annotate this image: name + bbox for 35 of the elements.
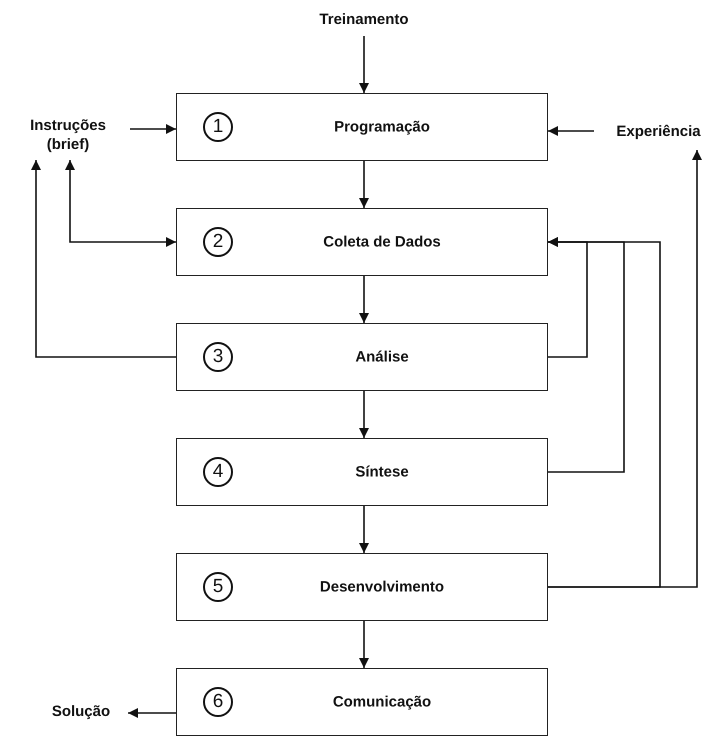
step-number: 2 — [203, 227, 233, 257]
flow-label: Solução — [38, 702, 124, 724]
arrow — [548, 237, 661, 588]
arrow — [359, 621, 369, 668]
arrow — [359, 391, 369, 438]
step-number: 3 — [203, 342, 233, 372]
step-title: Análise — [354, 348, 410, 366]
arrow — [128, 708, 176, 718]
step-number: 6 — [203, 687, 233, 717]
flow-label: Treinamento — [304, 10, 424, 32]
step-number: 1 — [203, 112, 233, 142]
process-box — [176, 323, 548, 391]
process-box — [176, 553, 548, 621]
step-title: Comunicação — [332, 694, 432, 710]
arrow — [359, 161, 369, 208]
flow-label: Instruções (brief) — [12, 116, 124, 156]
flow-label: Experiência — [598, 122, 719, 144]
step-title: Desenvolvimento — [318, 578, 446, 596]
step-number: 5 — [203, 572, 233, 602]
step-number: 4 — [203, 457, 233, 487]
arrow — [31, 160, 176, 358]
arrow — [548, 126, 594, 136]
process-box — [176, 208, 548, 276]
process-box — [176, 93, 548, 161]
process-box — [176, 668, 548, 736]
arrow — [359, 506, 369, 553]
process-box — [176, 438, 548, 506]
arrow — [359, 276, 369, 323]
step-title: Coleta de Dados — [322, 234, 442, 250]
step-title: Programação — [333, 118, 431, 136]
arrow — [65, 160, 176, 247]
arrow — [548, 150, 702, 588]
arrow — [130, 124, 176, 134]
arrow — [359, 36, 369, 93]
step-title: Síntese — [354, 464, 410, 480]
